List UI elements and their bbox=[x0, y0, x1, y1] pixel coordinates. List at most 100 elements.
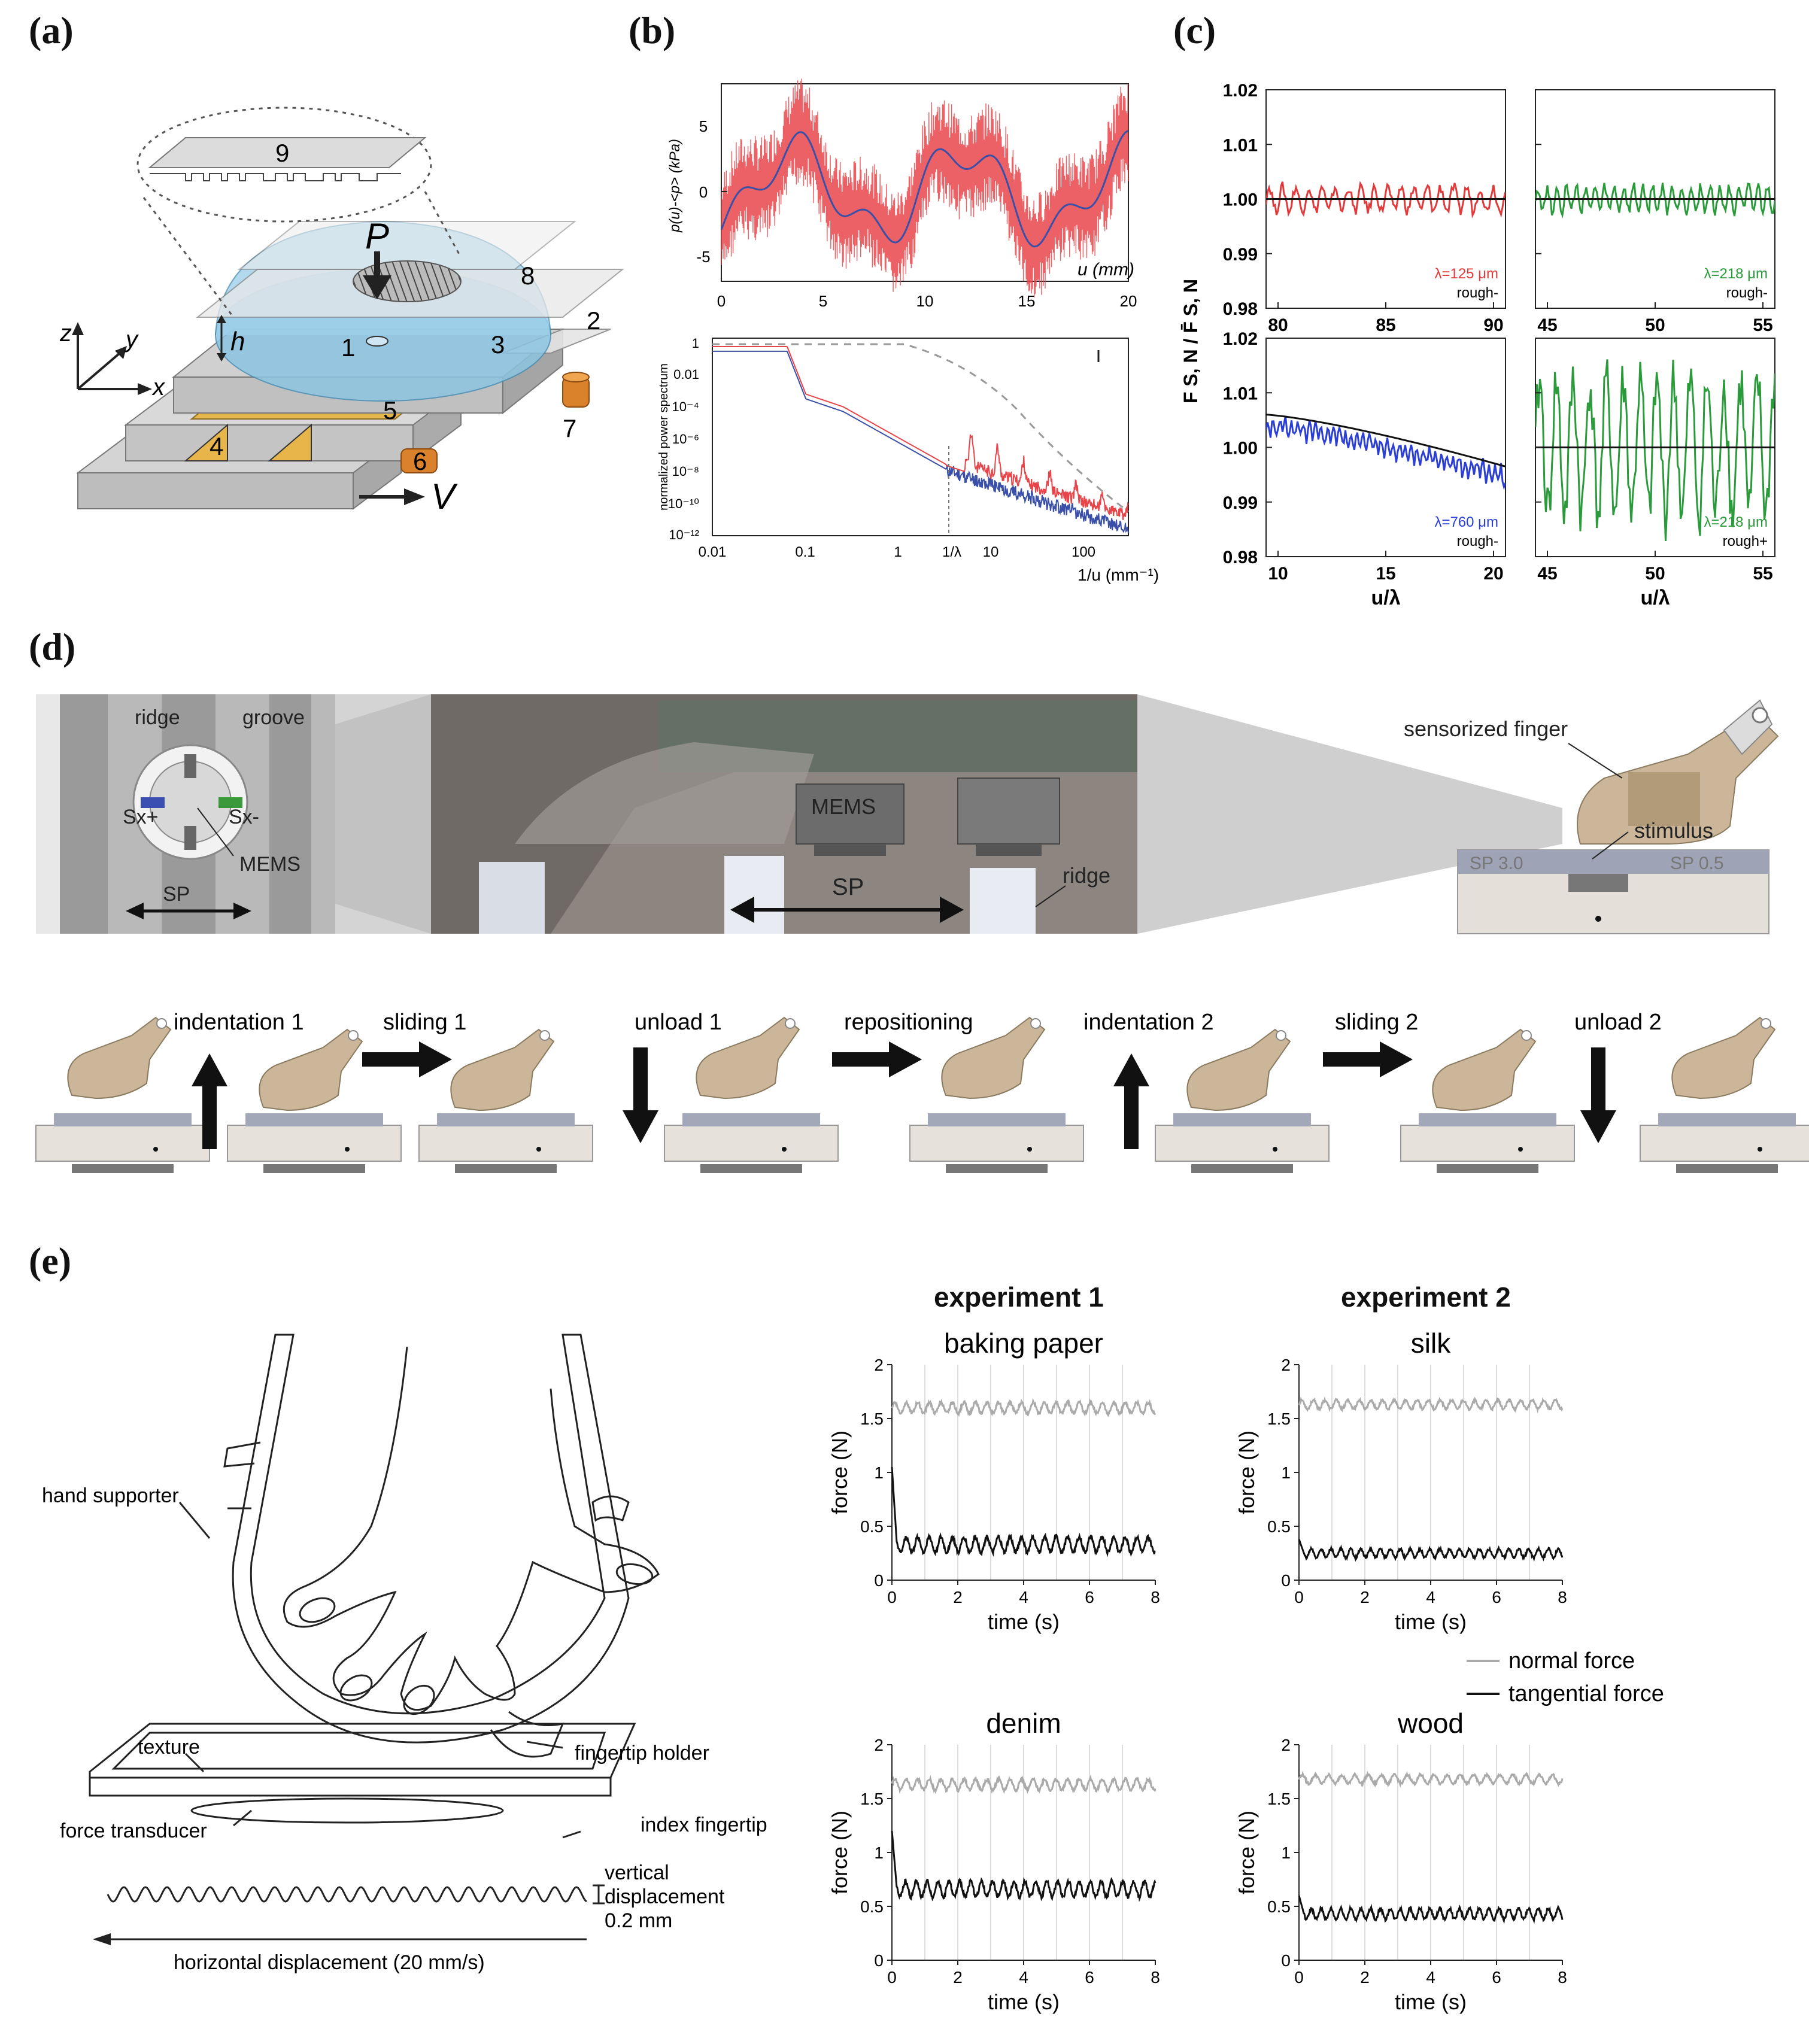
panel-a-apparatus: 9 8 2 3 1 5 7 6 4 P h V z y x bbox=[59, 107, 624, 517]
axis-z-label: z bbox=[59, 320, 72, 347]
b-top-xlabel: u (mm) bbox=[1077, 260, 1134, 280]
d-step-device bbox=[1155, 1028, 1330, 1173]
part-6: 6 bbox=[413, 447, 427, 475]
d-step-device bbox=[35, 1016, 210, 1173]
e-ytick-label: 0 bbox=[874, 1951, 884, 1970]
spectrum-red bbox=[712, 346, 1129, 520]
e-ytick-label: 0.5 bbox=[1267, 1897, 1291, 1916]
c-xtick-label: 10 bbox=[1268, 564, 1288, 584]
d-step-arrow bbox=[832, 1041, 922, 1077]
part-7: 7 bbox=[563, 414, 576, 442]
d-sx-plus-label: Sx+ bbox=[123, 806, 159, 828]
b-top-ylabel: p(u)-<p> (kPa) bbox=[667, 139, 683, 233]
d-step-base bbox=[1400, 1125, 1575, 1162]
d-step-rail bbox=[263, 1164, 365, 1173]
axis-x-label: x bbox=[151, 374, 166, 400]
velocity-label-v: V bbox=[431, 476, 458, 517]
e-xlabel: time (s) bbox=[1395, 1609, 1467, 1634]
e-ytick-label: 0 bbox=[1281, 1951, 1291, 1970]
b-top-xtick-15: 15 bbox=[1018, 292, 1036, 310]
d-arrow-head bbox=[889, 1041, 922, 1077]
b-bot-ytick-1: 1 bbox=[692, 336, 699, 351]
d-step-finger-joint bbox=[1521, 1030, 1532, 1041]
d-sp-label: SP bbox=[163, 883, 190, 906]
e-ytick-label: 1.5 bbox=[860, 1790, 884, 1808]
c-plot-area bbox=[1535, 182, 1775, 218]
e-ylabel: force (N) bbox=[1234, 1811, 1259, 1894]
b-top-ytick-m5: -5 bbox=[696, 248, 710, 266]
d-step-rail bbox=[1191, 1164, 1293, 1173]
c-xtick-label: 55 bbox=[1753, 564, 1772, 584]
d-ridge-label-2: ridge bbox=[1063, 863, 1110, 888]
c-ytick-label: 1.00 bbox=[1223, 190, 1258, 210]
part-3: 3 bbox=[491, 330, 505, 359]
d-arrow-shaft bbox=[1591, 1047, 1605, 1113]
e-vertical-label-3: 0.2 mm bbox=[605, 1909, 672, 1932]
panel-e-setup: hand supporter texture fingertip holder … bbox=[42, 1334, 767, 1974]
d-sp05-label: SP 0.5 bbox=[1670, 854, 1724, 873]
force-label-p: P bbox=[365, 216, 389, 256]
c-plot-area bbox=[1266, 414, 1506, 490]
c-lambda-label: λ=218 μm bbox=[1704, 514, 1768, 530]
e-xtick-label: 6 bbox=[1085, 1588, 1094, 1606]
d-step-base bbox=[227, 1125, 402, 1162]
d-step-stimulus bbox=[1419, 1113, 1556, 1126]
e-ytick-label: 2 bbox=[874, 1736, 884, 1754]
part-2: 2 bbox=[587, 306, 600, 335]
d-step-rail bbox=[455, 1164, 557, 1173]
e-ytick-label: 1 bbox=[874, 1843, 884, 1862]
d-step-base bbox=[35, 1125, 210, 1162]
d-step-dot bbox=[536, 1147, 541, 1152]
d-step-label: indentation 1 bbox=[174, 1010, 304, 1035]
spectrum-red-line bbox=[712, 346, 1129, 520]
e-ytick-label: 2 bbox=[874, 1356, 884, 1374]
d-step-arrow bbox=[362, 1041, 452, 1077]
d-arrow-shaft bbox=[1323, 1052, 1383, 1067]
d-step-rail bbox=[1437, 1164, 1538, 1173]
e-ylabel: force (N) bbox=[827, 1431, 852, 1514]
c-signal-line bbox=[1535, 182, 1775, 218]
e-ytick-label: 1.5 bbox=[1267, 1790, 1291, 1808]
d-step-finger-joint bbox=[348, 1030, 359, 1041]
e-xtick-label: 2 bbox=[1360, 1968, 1370, 1987]
d-step-finger-joint bbox=[539, 1030, 550, 1041]
d-finger-label: sensorized finger bbox=[1404, 716, 1568, 741]
d-step-finger bbox=[259, 1028, 363, 1111]
e-normal-force-line bbox=[891, 1774, 1157, 1795]
c-ylabel: F S, N / F̄ S, N bbox=[1180, 279, 1201, 403]
d-step-finger-joint bbox=[156, 1018, 167, 1029]
d-step-label: unload 2 bbox=[1574, 1010, 1662, 1035]
d-step-stimulus bbox=[1658, 1113, 1796, 1126]
d-step-stimulus bbox=[928, 1113, 1066, 1126]
e-xlabel: time (s) bbox=[1395, 1990, 1467, 2014]
e-xtick-label: 4 bbox=[1019, 1968, 1028, 1987]
e-chart-title: wood bbox=[1397, 1708, 1464, 1739]
c-ytick-label: 1.01 bbox=[1223, 135, 1258, 155]
c-ytick-label: 0.99 bbox=[1223, 493, 1258, 513]
e-xtick-label: 0 bbox=[1294, 1968, 1304, 1987]
e-xtick-label: 8 bbox=[1151, 1968, 1160, 1987]
e-ytick-label: 1 bbox=[1281, 1843, 1291, 1862]
e-xtick-label: 4 bbox=[1426, 1968, 1435, 1987]
e-xtick-label: 4 bbox=[1426, 1588, 1435, 1606]
e-experiment-1-title: experiment 1 bbox=[934, 1281, 1104, 1313]
d-arrow-shaft bbox=[1124, 1083, 1139, 1149]
c-lambda-label: λ=125 μm bbox=[1434, 266, 1498, 282]
e-experiment-2-title: experiment 2 bbox=[1341, 1281, 1511, 1313]
b-bot-xtick-1: 1 bbox=[894, 544, 902, 560]
e-tangential-force-line bbox=[891, 1466, 1156, 1557]
c-plot-area bbox=[1266, 181, 1506, 218]
d-step-finger bbox=[1432, 1028, 1537, 1111]
d-groove-label: groove bbox=[242, 706, 305, 729]
e-xtick-label: 0 bbox=[887, 1968, 897, 1987]
c-ytick-label: 0.99 bbox=[1223, 245, 1258, 265]
c-xlabel-left: u/λ bbox=[1371, 587, 1400, 609]
e-xlabel: time (s) bbox=[988, 1609, 1060, 1634]
d-arrow-shaft bbox=[202, 1083, 217, 1149]
part-5: 5 bbox=[383, 396, 397, 424]
